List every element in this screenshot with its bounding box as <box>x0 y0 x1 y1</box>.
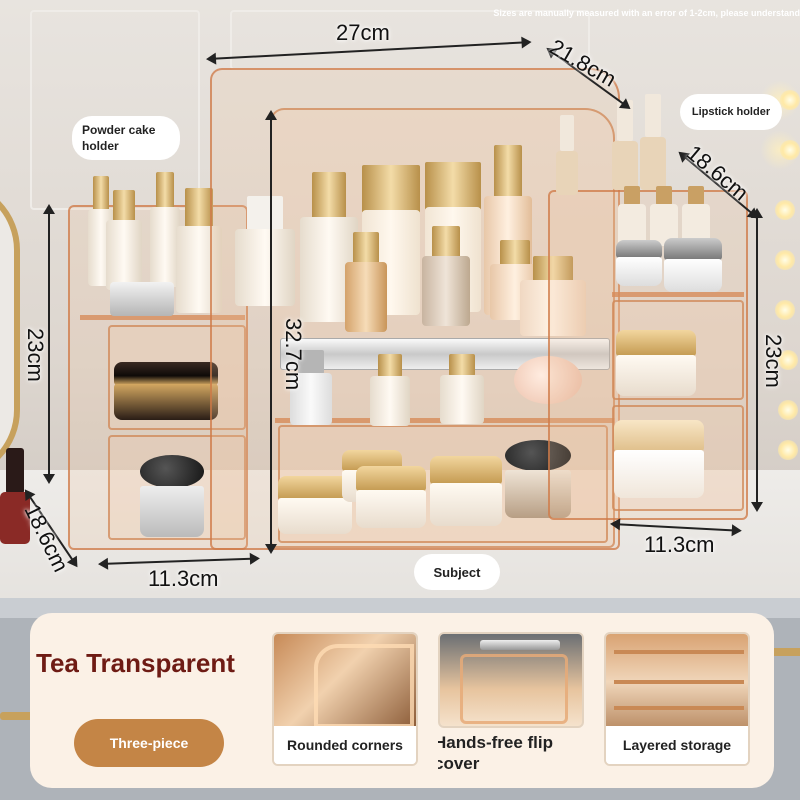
dimension-width-top: 27cm <box>336 20 390 45</box>
cleanser-tube <box>235 196 295 306</box>
perfume-bottle <box>290 350 332 425</box>
vanity-bulb <box>778 440 798 460</box>
dimension-height-right: 23cm <box>761 334 786 388</box>
serum-bottle <box>176 188 222 313</box>
cream-jar <box>616 240 662 286</box>
feature-card-layered-storage: Layered storage <box>604 632 750 766</box>
feature-card-rounded-corners: Rounded corners <box>272 632 418 766</box>
lipstick <box>650 186 678 246</box>
makeup-brush <box>612 100 638 190</box>
perfume-bottle <box>345 232 387 332</box>
vanity-bulb <box>778 400 798 420</box>
perfume-bottle <box>440 354 484 424</box>
lotion-bottle <box>106 190 142 290</box>
dimension-arrow <box>43 204 55 484</box>
cream-jar <box>356 466 426 528</box>
wall-panel <box>230 10 590 70</box>
rounded-corners-image <box>274 634 416 730</box>
compact-case <box>110 282 174 316</box>
vanity-bulb <box>780 140 800 160</box>
vanity-bulb <box>775 250 795 270</box>
perfume-bottle <box>370 354 410 426</box>
cream-jar <box>430 456 502 526</box>
cream-jar <box>278 476 352 534</box>
vanity-bulb <box>780 90 800 110</box>
cream-jar <box>664 238 722 292</box>
foundation-bottle <box>520 256 586 336</box>
dimension-width-left-bottom: 11.3cm <box>148 566 219 591</box>
nail-polish-bottle <box>0 448 32 544</box>
lipstick <box>682 186 710 246</box>
shelf <box>80 315 245 320</box>
dimension-arrow <box>265 110 277 554</box>
cream-jar <box>140 455 204 537</box>
dimension-height-center: 32.7cm <box>281 318 306 391</box>
round-mirror <box>0 180 20 480</box>
drawer-handle <box>770 648 800 656</box>
lipstick <box>618 186 646 246</box>
subject-label: Subject <box>414 554 500 590</box>
three-piece-button[interactable]: Three-piece <box>74 719 224 767</box>
perfume-bottle <box>150 172 180 287</box>
feature-label: Layered storage <box>606 726 748 764</box>
vanity-bulb <box>775 200 795 220</box>
measurement-note: Sizes are manually measured with an erro… <box>493 8 800 18</box>
powder-cake-holder-label: Powder cake holder <box>72 116 180 160</box>
drawer-handle <box>0 712 40 720</box>
feature-card-flip-cover: Hands-free flip cover <box>438 632 584 782</box>
powder-compact <box>114 362 218 420</box>
feature-label: Rounded corners <box>274 726 416 764</box>
color-name-title: Tea Transparent <box>36 648 235 678</box>
makeup-brush <box>556 115 578 195</box>
makeup-brush <box>640 94 666 190</box>
dimension-width-right-bottom: 11.3cm <box>644 532 715 557</box>
cream-jar <box>614 420 704 498</box>
vanity-bulb <box>775 300 795 320</box>
dimension-height-left: 23cm <box>23 328 48 382</box>
layered-storage-image <box>606 634 748 730</box>
perfume-bottle <box>422 226 470 326</box>
flip-cover-image <box>438 632 584 728</box>
dimension-arrow <box>751 208 763 512</box>
lipstick-holder-label: Lipstick holder <box>680 94 782 130</box>
vanity-bulb <box>778 350 798 370</box>
cream-jar <box>616 330 696 396</box>
feature-label: Hands-free flip cover <box>438 733 554 773</box>
shelf <box>612 292 744 297</box>
cream-jar <box>505 440 571 518</box>
